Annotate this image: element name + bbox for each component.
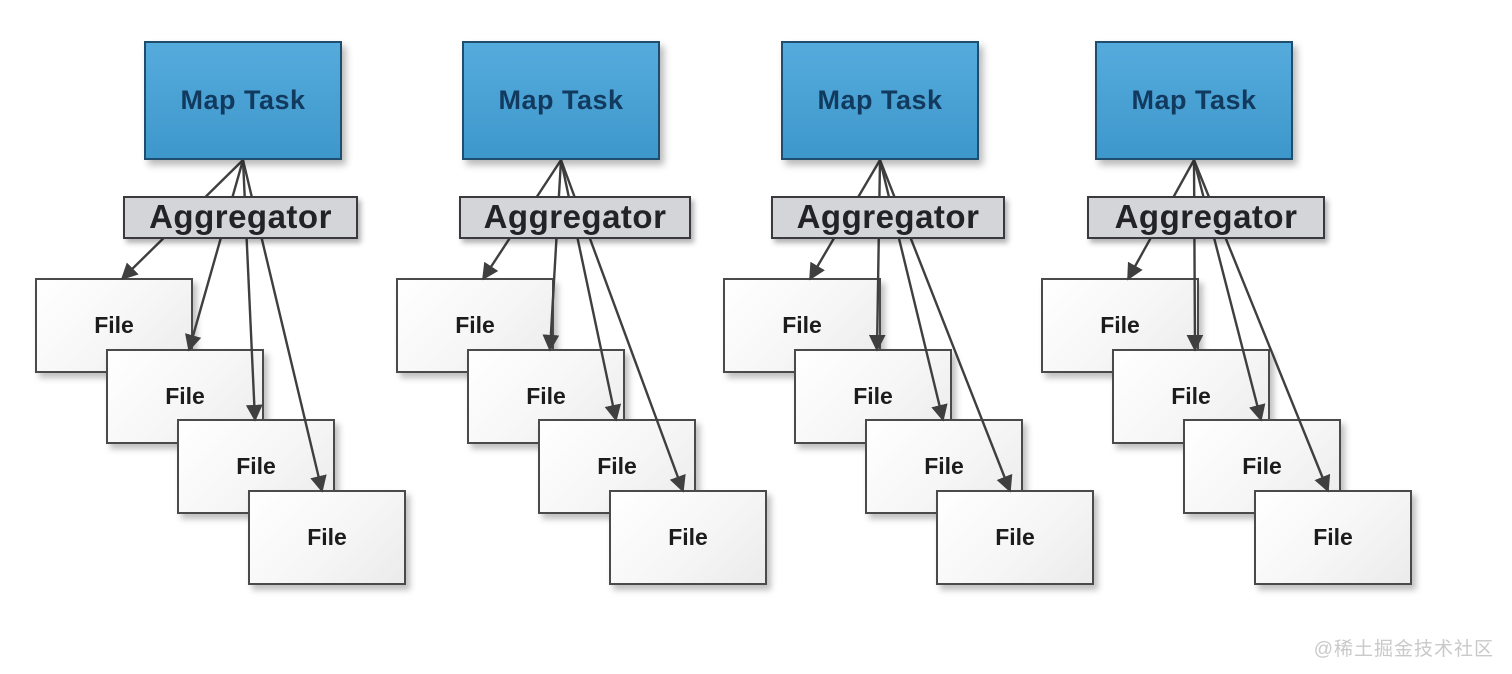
file-box-label: File	[782, 312, 822, 338]
aggregator-box: Aggregator	[771, 196, 1005, 239]
map-task-box-label: Map Task	[1131, 85, 1257, 115]
watermark: @稀土掘金技术社区	[1313, 639, 1494, 660]
file-box-label: File	[995, 524, 1035, 550]
file-box-label: File	[94, 312, 134, 338]
file-box-label: File	[526, 383, 566, 409]
map-task-box: Map Task	[1095, 41, 1293, 160]
file-box-label: File	[1242, 453, 1282, 479]
map-task-box: Map Task	[462, 41, 660, 160]
file-box: File	[936, 490, 1094, 585]
file-box: File	[609, 490, 767, 585]
map-task-box-label: Map Task	[817, 85, 943, 115]
file-box-label: File	[924, 453, 964, 479]
file-box-label: File	[853, 383, 893, 409]
aggregator-box: Aggregator	[123, 196, 358, 239]
aggregator-box-label: Aggregator	[1114, 198, 1298, 235]
map-task-box-label: Map Task	[498, 85, 624, 115]
file-box-label: File	[455, 312, 495, 338]
file-box-label: File	[597, 453, 637, 479]
file-box-label: File	[165, 383, 205, 409]
aggregator-box-label: Aggregator	[483, 198, 667, 235]
aggregator-box: Aggregator	[1087, 196, 1325, 239]
file-box-label: File	[668, 524, 708, 550]
aggregator-box-label: Aggregator	[149, 198, 332, 235]
aggregator-box-label: Aggregator	[796, 198, 980, 235]
map-task-box: Map Task	[781, 41, 979, 160]
arrow-line	[185, 159, 245, 352]
file-box: File	[1254, 490, 1412, 585]
aggregator-box: Aggregator	[459, 196, 691, 239]
file-box: File	[248, 490, 406, 585]
map-task-box: Map Task	[144, 41, 342, 160]
map-task-box-label: Map Task	[180, 85, 306, 115]
file-box-label: File	[1313, 524, 1353, 550]
file-box-label: File	[1171, 383, 1211, 409]
file-box-label: File	[307, 524, 347, 550]
file-box-label: File	[1100, 312, 1140, 338]
file-box-label: File	[236, 453, 276, 479]
